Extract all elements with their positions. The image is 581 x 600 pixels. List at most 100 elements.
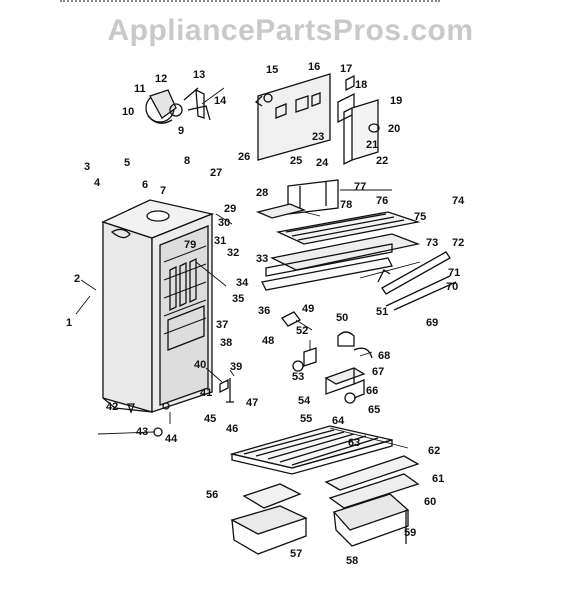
part-label: 33 <box>256 253 268 265</box>
part-label: 24 <box>316 157 329 169</box>
part-label: 59 <box>404 527 416 539</box>
part-label: 50 <box>336 312 348 324</box>
part-label: 66 <box>366 385 378 397</box>
part-label: 26 <box>238 151 250 163</box>
part-label: 63 <box>348 437 360 449</box>
part-label: 16 <box>308 61 320 73</box>
part-label: 35 <box>232 293 244 305</box>
light-assembly <box>292 331 355 372</box>
part-label: 7 <box>160 185 166 197</box>
part-label: 18 <box>355 79 367 91</box>
part-label: 10 <box>122 106 134 118</box>
part-label: 74 <box>452 195 465 207</box>
part-label: 28 <box>256 187 268 199</box>
knob-20 <box>368 123 380 133</box>
part-label: 6 <box>142 179 148 191</box>
part-label: 38 <box>220 337 232 349</box>
part-label: 48 <box>262 335 274 347</box>
leader-lines <box>75 87 421 449</box>
part-label: 61 <box>432 473 444 485</box>
part-label: 55 <box>300 413 312 425</box>
part-label: 52 <box>296 325 308 337</box>
part-label: 49 <box>302 303 314 315</box>
part-label: 41 <box>200 387 212 399</box>
part-label: 57 <box>290 548 302 560</box>
part-label: 68 <box>378 350 390 362</box>
part-label: 39 <box>230 361 242 373</box>
part-label: 70 <box>446 281 458 293</box>
crisper-right <box>324 455 420 547</box>
fan-assembly <box>145 87 211 124</box>
part-labels: 1 2 3 4 5 6 7 8 9 10 11 12 13 14 15 16 1… <box>66 61 465 567</box>
part-label: 64 <box>332 415 345 427</box>
part-label: 53 <box>292 371 304 383</box>
crisper-left <box>230 483 308 555</box>
part-label: 72 <box>452 237 464 249</box>
part-label: 44 <box>165 433 178 445</box>
part-label: 29 <box>224 203 236 215</box>
part-label: 1 <box>66 317 72 329</box>
part-label: 62 <box>428 445 440 457</box>
part-label: 36 <box>258 305 270 317</box>
part-label: 17 <box>340 63 352 75</box>
glass-shelf <box>229 425 393 475</box>
part-label: 69 <box>426 317 438 329</box>
freezer-shelf <box>261 211 421 291</box>
part-label: 22 <box>376 155 388 167</box>
part-label: 11 <box>134 83 146 95</box>
part-label: 42 <box>106 401 118 413</box>
part-label: 2 <box>74 273 80 285</box>
part-label: 71 <box>448 267 460 279</box>
part-label: 9 <box>178 125 184 137</box>
part-label: 12 <box>155 73 167 85</box>
part-label: 51 <box>376 306 388 318</box>
part-label: 15 <box>266 64 278 76</box>
part-label: 3 <box>84 161 90 173</box>
control-box <box>324 347 373 404</box>
part-label: 75 <box>414 211 426 223</box>
part-label: 46 <box>226 423 238 435</box>
part-label: 30 <box>218 217 230 229</box>
part-label: 77 <box>354 181 366 193</box>
part-label: 20 <box>388 123 400 135</box>
part-label: 79 <box>184 239 196 251</box>
part-label: 47 <box>246 397 258 409</box>
part-label: 14 <box>214 95 227 107</box>
duct <box>343 99 379 166</box>
part-label: 37 <box>216 319 228 331</box>
part-label: 25 <box>290 155 302 167</box>
part-label: 73 <box>426 237 438 249</box>
clip-48 <box>281 311 301 327</box>
part-label: 45 <box>204 413 216 425</box>
part-label: 23 <box>312 131 324 143</box>
hinge-parts <box>127 378 234 437</box>
watermark: AppliancePartsPros.com <box>107 14 474 47</box>
part-label: 31 <box>214 235 226 247</box>
top-border <box>60 0 440 6</box>
back-panel <box>254 73 331 161</box>
part-label: 13 <box>193 69 205 81</box>
part-label: 67 <box>372 366 384 378</box>
part-label: 4 <box>94 177 101 189</box>
part-label: 65 <box>368 404 380 416</box>
part-label: 40 <box>194 359 206 371</box>
rails <box>377 251 457 311</box>
part-label: 32 <box>227 247 239 259</box>
cabinet <box>101 199 215 413</box>
cover-28 <box>255 203 307 219</box>
part-label: 34 <box>236 277 249 289</box>
part-label: 76 <box>376 195 388 207</box>
part-label: 19 <box>390 95 402 107</box>
part-label: 21 <box>366 139 378 151</box>
part-label: 60 <box>424 496 436 508</box>
part-label: 58 <box>346 555 358 567</box>
part-label: 54 <box>298 395 311 407</box>
part-label: 56 <box>206 489 218 501</box>
part-label: 78 <box>340 199 352 211</box>
part-label: 43 <box>136 426 148 438</box>
part-label: 5 <box>124 157 130 169</box>
part-label: 27 <box>210 167 222 179</box>
part-label: 8 <box>184 155 190 167</box>
